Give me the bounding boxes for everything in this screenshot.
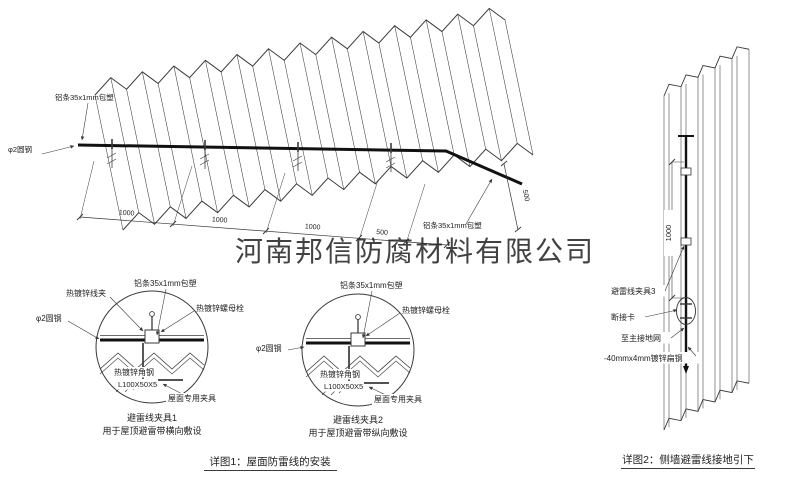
wall-leaders — [644, 245, 697, 357]
label-alu-strip-left: 铝条35x1mm包塑 — [55, 92, 114, 102]
detail2-label-round-steel: φ2圆钢 — [256, 343, 282, 353]
conductor-clamp-1 — [680, 167, 692, 176]
wall-label-clamp3: 避雷线夹具3 — [611, 286, 656, 296]
detail1-label-angle-steel: 热镀锌角钢 — [114, 367, 154, 377]
conductor-clamp-2 — [680, 237, 692, 246]
roof-dimensions: 1000 1000 1000 500 500 — [76, 160, 530, 249]
detail-1-leaders — [67, 288, 195, 397]
detail1-angle-size-bg — [116, 379, 158, 390]
detail1-label-roof-fixture: 屋面专用夹具 — [168, 393, 216, 403]
detail-2: 铝条35x1mm包塑 热镀锌螺母栓 φ2圆钢 热镀锌角钢 L100X50X5 屋… — [256, 280, 450, 438]
detail1-label-bolt: 热镀锌螺母栓 — [196, 303, 244, 313]
roof-view: 1000 1000 1000 500 500 铝条35x1mm包塑 φ2圆钢 铝… — [8, 7, 534, 249]
wall-flat-steel-label-bg — [601, 352, 699, 364]
detail2-angle-size-bg — [322, 381, 364, 392]
detail2-title: 避雷线夹具2 — [333, 414, 383, 425]
label-alu-strip-right: 铝条35x1mm包塑 — [423, 220, 482, 230]
wall-labels: 避雷线夹具3 断接卡 至主接地网 -40mmx4mm镀锌扁钢 — [601, 245, 699, 364]
wall-clamp-label-bg — [608, 285, 666, 297]
detail2-label-angle-steel: 热镀锌角钢 — [320, 369, 360, 379]
caption-detail1: 详图1：屋面防雷线的安装 — [209, 455, 331, 468]
detail2-subtitle: 用于屋顶避雷带纵向敷设 — [308, 427, 407, 438]
dim-label-1000-b: 1000 — [212, 216, 228, 224]
detail1-label-alu-strip: 铝条35x1mm包塑 — [134, 278, 197, 288]
detail1-subtitle: 用于屋顶避雷带横向敷设 — [102, 425, 201, 436]
roof-labels: 铝条35x1mm包塑 φ2圆钢 铝条35x1mm包塑 — [8, 92, 493, 230]
detail1-fixture-label-bg — [166, 393, 218, 404]
detail1-angle-label-bg — [112, 367, 158, 378]
wall-label-disconnect: 断接卡 — [611, 312, 635, 322]
detail2-label-bolt: 热镀锌螺母栓 — [402, 305, 450, 315]
dim-label-500-bottom: 500 — [376, 229, 388, 237]
captions: 详图1：屋面防雷线的安装 详图2：侧墙避雷线接地引下 — [204, 453, 755, 471]
detail2-fixture-label-bg — [372, 394, 424, 405]
wire-clamps — [106, 139, 396, 172]
detail1-label-angle-size: L100X50X5 — [118, 380, 157, 389]
dim-label-1000-a: 1000 — [119, 209, 135, 217]
lightning-wire — [77, 143, 523, 186]
wall-view: 1000 避雷线夹具3 断接卡 至主接地网 -40mmx4mm镀锌扁钢 — [601, 46, 750, 431]
detail2-label-alu-strip: 铝条35x1mm包塑 — [340, 280, 403, 290]
detail1-title: 避雷线夹具1 — [127, 412, 177, 423]
detail1-label-round-steel: φ2圆钢 — [36, 313, 62, 323]
wall-ground-label-bg — [618, 332, 672, 344]
detail1-label-wire-clip: 热镀锌线夹 — [66, 288, 106, 298]
caption-detail2: 详图2：侧墙避雷线接地引下 — [622, 453, 754, 466]
detail2-label-angle-size: L100X50X5 — [324, 382, 363, 391]
wall-label-to-ground: 至主接地网 — [621, 333, 661, 343]
detail-1: 热镀锌线夹 铝条35x1mm包塑 热镀锌螺母栓 φ2圆钢 热镀锌角钢 L100X… — [36, 278, 244, 436]
wall-disconnect-label-bg — [608, 311, 646, 323]
wall-dimension: 1000 — [664, 158, 684, 302]
down-conductor — [676, 135, 696, 374]
detail2-angle-label-bg — [318, 369, 364, 380]
dim-label-500-right: 500 — [521, 189, 530, 202]
wall-dim-label: 1000 — [664, 225, 673, 242]
watermark-text: 河南邦信防腐材料有限公司 — [235, 236, 595, 268]
detail2-label-roof-fixture: 屋面专用夹具 — [374, 394, 422, 404]
roof-corrugation — [94, 7, 534, 231]
dim-label-1000-c: 1000 — [305, 223, 321, 231]
label-round-steel-main: φ2圆钢 — [8, 144, 32, 154]
wall-label-flat-steel: -40mmx4mm镀锌扁钢 — [604, 353, 683, 363]
conductor-arrow — [683, 366, 689, 374]
